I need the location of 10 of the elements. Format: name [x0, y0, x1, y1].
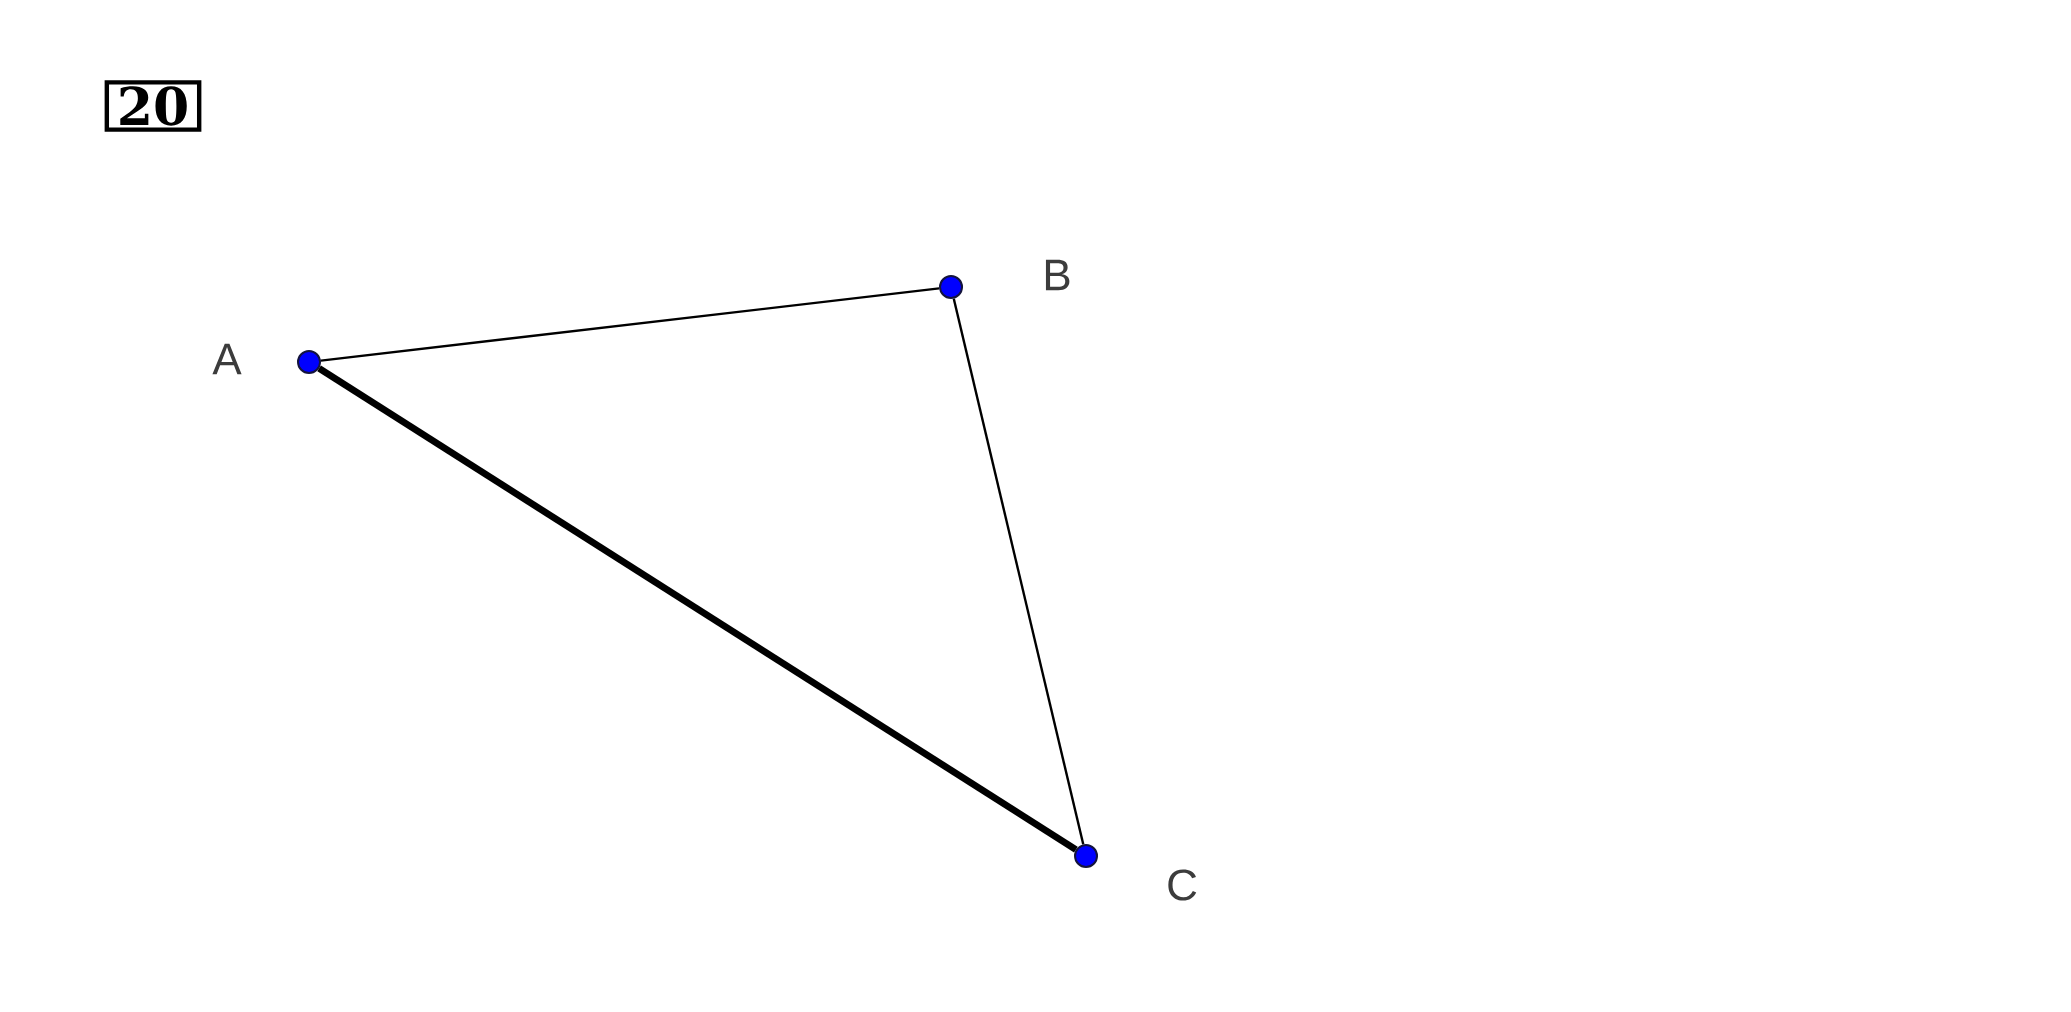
point-dot	[1074, 844, 1098, 868]
point-label: B	[1045, 259, 1070, 291]
number-box: 20	[104, 80, 202, 132]
point-label: A	[212, 343, 242, 375]
line-segment	[952, 298, 1085, 845]
line-segment	[320, 287, 940, 362]
point-dot	[297, 350, 321, 374]
point-dot	[939, 275, 963, 299]
point-label: C	[1168, 869, 1197, 901]
line-segment	[317, 365, 1078, 853]
